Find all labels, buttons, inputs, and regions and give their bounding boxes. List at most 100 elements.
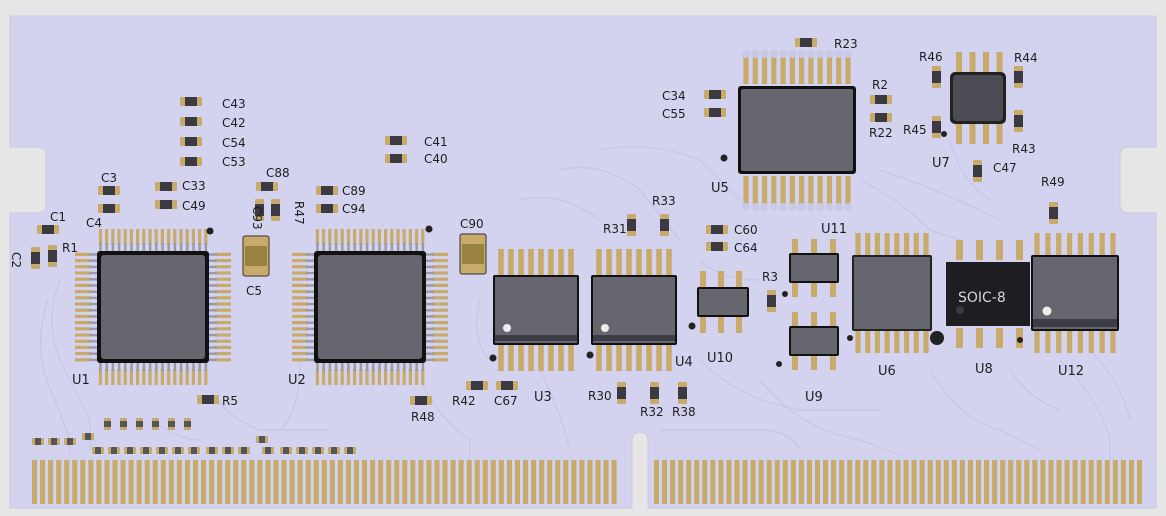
chip-u10 bbox=[697, 271, 749, 333]
pad bbox=[913, 331, 919, 353]
pad bbox=[826, 56, 833, 84]
chip-body bbox=[741, 89, 853, 171]
pad bbox=[508, 249, 514, 279]
lead bbox=[415, 243, 418, 251]
pad bbox=[874, 331, 881, 353]
edge-finger bbox=[1080, 460, 1086, 504]
pad bbox=[956, 240, 963, 260]
edge-finger bbox=[434, 460, 440, 504]
lead bbox=[306, 352, 314, 355]
pad bbox=[142, 229, 146, 245]
passive-body bbox=[800, 38, 812, 47]
pad bbox=[830, 312, 836, 326]
pad bbox=[903, 331, 910, 353]
edge-finger bbox=[670, 460, 676, 504]
via bbox=[806, 203, 815, 211]
pad bbox=[865, 331, 871, 353]
lead bbox=[306, 333, 314, 337]
label-c67: C67 bbox=[494, 394, 518, 408]
edge-finger bbox=[225, 460, 231, 504]
via bbox=[825, 50, 834, 58]
chip-body bbox=[1033, 257, 1117, 329]
lead bbox=[89, 302, 97, 306]
pad bbox=[432, 302, 448, 306]
pad bbox=[1066, 233, 1073, 255]
edge-finger bbox=[1104, 460, 1110, 504]
pad bbox=[328, 369, 332, 385]
pad bbox=[396, 229, 400, 245]
lead bbox=[347, 363, 350, 371]
lead bbox=[111, 243, 115, 251]
smd-body bbox=[175, 447, 181, 454]
lead bbox=[306, 315, 314, 318]
pad bbox=[1110, 233, 1116, 255]
edge-finger bbox=[806, 460, 812, 504]
pad bbox=[292, 265, 308, 269]
edge-finger bbox=[329, 460, 335, 504]
pad bbox=[136, 369, 140, 385]
pad bbox=[154, 369, 158, 385]
pad bbox=[845, 56, 851, 84]
pad bbox=[1016, 240, 1023, 260]
via bbox=[769, 50, 778, 58]
pad bbox=[718, 317, 724, 333]
via bbox=[742, 50, 750, 58]
label-c53: C53 bbox=[222, 155, 246, 169]
pin1-mark bbox=[601, 324, 609, 332]
lead bbox=[359, 243, 363, 251]
via bbox=[779, 50, 788, 58]
pad bbox=[167, 369, 171, 385]
pad bbox=[743, 56, 749, 84]
edge-finger bbox=[193, 460, 198, 504]
label-r3: R3 bbox=[762, 270, 778, 284]
edge-finger bbox=[750, 460, 756, 504]
pad bbox=[865, 233, 871, 255]
pad bbox=[568, 249, 574, 279]
pad bbox=[432, 308, 448, 312]
edge-finger bbox=[855, 460, 861, 504]
pad bbox=[894, 233, 900, 255]
edge-finger bbox=[1137, 460, 1142, 504]
pad bbox=[666, 341, 672, 371]
pad bbox=[817, 56, 823, 84]
chip-u11 bbox=[782, 239, 839, 297]
lead bbox=[334, 363, 338, 371]
lead bbox=[328, 363, 332, 371]
pad bbox=[700, 317, 706, 333]
lead bbox=[306, 302, 314, 306]
pad bbox=[528, 249, 534, 279]
pad bbox=[123, 229, 127, 245]
pad bbox=[799, 56, 805, 84]
edge-finger bbox=[1112, 460, 1118, 504]
label-u7: U7 bbox=[932, 156, 950, 171]
pin1-dot bbox=[1017, 337, 1023, 343]
edge-finger bbox=[96, 460, 102, 504]
label-c93: C93 bbox=[250, 206, 264, 230]
passive-body bbox=[711, 242, 723, 251]
pad bbox=[432, 277, 448, 281]
lead bbox=[209, 315, 217, 318]
lead bbox=[426, 253, 434, 256]
lead bbox=[396, 363, 400, 371]
chip-body bbox=[791, 328, 837, 354]
smd-body bbox=[67, 438, 73, 445]
passive-body bbox=[48, 250, 57, 262]
pad bbox=[792, 283, 798, 297]
pad bbox=[408, 229, 412, 245]
pad bbox=[811, 312, 817, 326]
lead bbox=[161, 363, 164, 371]
lead bbox=[89, 259, 97, 262]
pad bbox=[1077, 331, 1084, 353]
edge-finger bbox=[766, 460, 772, 504]
smd-body bbox=[136, 421, 143, 427]
passive-body bbox=[185, 117, 197, 126]
chip-stripe bbox=[495, 335, 577, 341]
edge-finger bbox=[482, 460, 488, 504]
chip-u5 bbox=[720, 50, 856, 211]
lead bbox=[353, 363, 356, 371]
smd-body bbox=[120, 421, 127, 427]
pad bbox=[334, 229, 338, 245]
lead bbox=[316, 243, 319, 251]
lead bbox=[365, 363, 369, 371]
pad bbox=[142, 369, 146, 385]
